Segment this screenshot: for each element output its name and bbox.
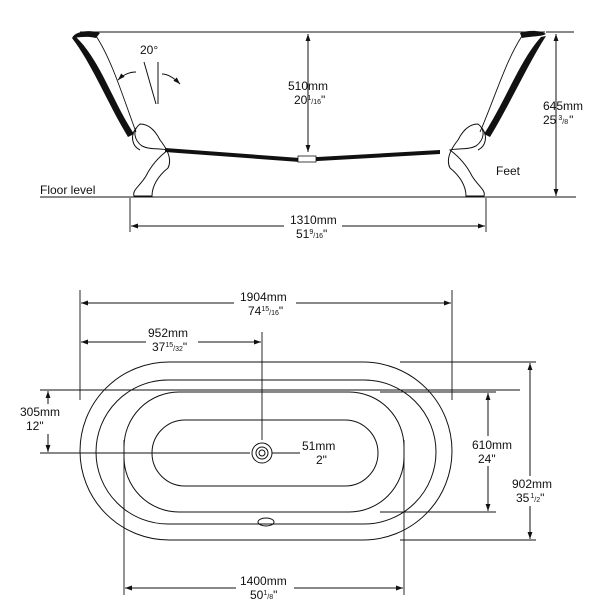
feet-label: Feet [496, 164, 521, 178]
inner-length-inches: 501/8" [250, 588, 277, 602]
tub-outline-basin [123, 391, 405, 513]
drain-middle-ring [255, 446, 269, 460]
top-view: 1904mm 7415/16" 952mm 3715/32" 305mm 12"… [18, 288, 568, 603]
rim-lip-left [72, 31, 100, 38]
tub-wall-right [484, 36, 546, 137]
height-mm: 645mm [543, 99, 583, 113]
drain-from-end-mm: 952mm [148, 326, 188, 340]
tub-outline-outer [79, 361, 453, 541]
inner-width-label-bg [470, 436, 518, 466]
drain-diameter-dimension: 51mm 2" [302, 439, 335, 467]
drain-from-end-dimension: 952mm 3715/32" [148, 326, 188, 354]
angle-ref-line [143, 61, 157, 105]
drain-from-side-dimension: 305mm 12" [20, 405, 60, 433]
tub-outline-floor [151, 419, 379, 487]
drain-from-end-label-bg [146, 326, 198, 354]
angle-arrow-left [117, 71, 137, 81]
inner-width-dimension: 610mm 24" [472, 438, 512, 466]
length-label-bg [234, 288, 296, 316]
drain-from-side-label-bg [18, 404, 66, 434]
tub-inner-left [95, 35, 137, 133]
drain-diameter-inches: 2" [316, 453, 327, 467]
drain-from-end-inches: 3715/32" [152, 340, 187, 354]
feet-span-inches: 519/16" [296, 227, 327, 241]
length-mm: 1904mm [240, 290, 287, 304]
tub-wall-left [72, 37, 134, 137]
inner-length-mm: 1400mm [240, 574, 287, 588]
drain-outer-ring [251, 442, 273, 464]
rim-lip-right [520, 30, 546, 38]
inner-width-inches: 24" [478, 452, 496, 466]
inner-length-label-bg [236, 573, 294, 603]
tub-inner-right [479, 35, 523, 133]
waste-outlet [297, 155, 317, 163]
angle-label: 20° [140, 43, 158, 57]
overflow-outlet [257, 517, 275, 527]
drain-diameter-mm: 51mm [302, 439, 335, 453]
outer-width-label-bg [512, 476, 568, 506]
outer-width-dimension: 902mm 351/2" [512, 477, 552, 505]
drain-from-side-inches: 12" [26, 419, 44, 433]
depth-inches: 201/16" [294, 93, 325, 107]
tub-outline-rim [95, 379, 437, 525]
drain-center [258, 449, 266, 457]
depth-dimension: 510mm 201/16" [288, 79, 328, 107]
outer-width-inches: 351/2" [516, 491, 544, 505]
length-dimension: 1904mm 7415/16" [240, 290, 287, 318]
floor-label: Floor level [40, 183, 95, 197]
foot-left [133, 123, 171, 197]
depth-mm: 510mm [288, 79, 328, 93]
foot-left-curl [132, 127, 141, 151]
length-inches: 7415/16" [248, 304, 283, 318]
inner-width-mm: 610mm [472, 438, 512, 452]
foot-right [447, 123, 485, 197]
angle-arrow-right [161, 73, 181, 85]
foot-right-curl [477, 127, 486, 151]
inner-length-dimension: 1400mm 501/8" [240, 574, 287, 602]
feet-span-label-bg [284, 212, 342, 240]
feet-span-mm: 1310mm [290, 213, 337, 227]
outer-width-mm: 902mm [512, 477, 552, 491]
feet-span-dimension: 1310mm 519/16" [290, 213, 337, 241]
drain-from-side-mm: 305mm [20, 405, 60, 419]
